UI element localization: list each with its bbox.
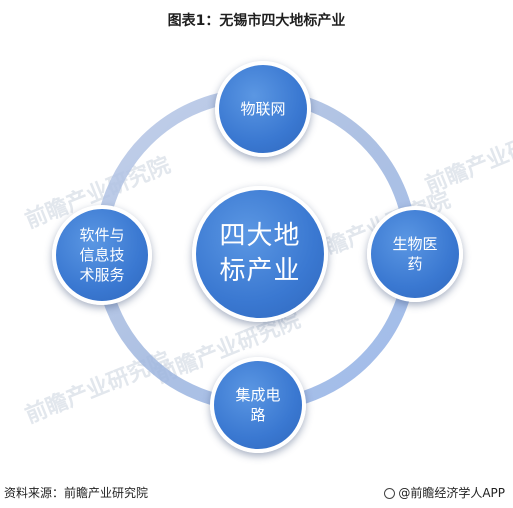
node-label-line: 术服务 (79, 266, 125, 285)
node-label-line: 集成电 (235, 385, 281, 404)
brand-text: @前瞻经济学人APP (398, 486, 505, 500)
node-label-line: 物联网 (240, 99, 286, 118)
center-label-line: 四大地 (219, 220, 301, 251)
center-label-line: 标产业 (219, 256, 301, 286)
brand-logo-icon (384, 488, 396, 499)
node-biomedicine: 生物医 药 (367, 206, 463, 302)
node-center-four-industries: 四大地 标产业 (192, 186, 328, 322)
node-software-it-services: 软件与 信息技 术服务 (52, 205, 152, 305)
node-label-line: 生物医 (392, 234, 438, 253)
node-iot: 物联网 (215, 61, 311, 157)
node-label-line: 路 (250, 406, 266, 424)
brand-credit: @前瞻经济学人APP (384, 484, 505, 501)
diagram-title: 图表1：无锡市四大地标产业 (167, 13, 346, 29)
node-label-line: 药 (407, 255, 423, 273)
source-note: 资料来源：前瞻产业研究院 (4, 486, 149, 500)
node-label-line: 软件与 (79, 225, 125, 244)
node-integrated-circuit: 集成电 路 (210, 357, 306, 453)
node-label-line: 信息技 (79, 245, 125, 264)
